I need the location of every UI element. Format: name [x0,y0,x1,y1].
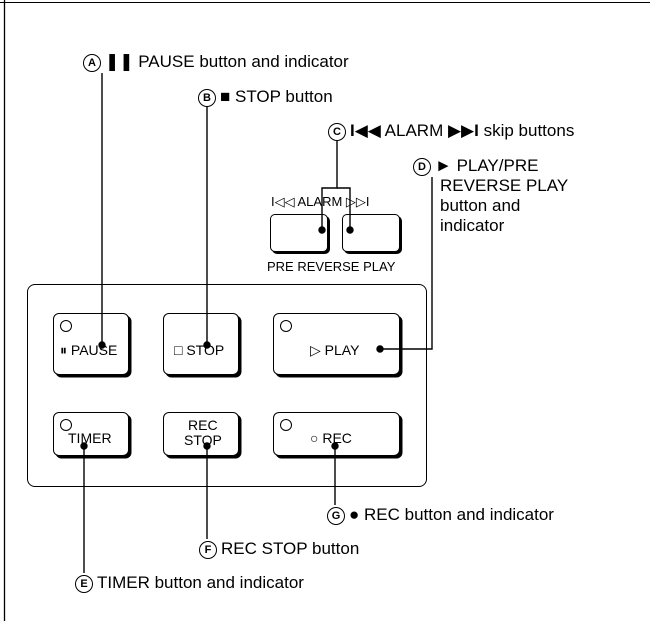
callout-b-marker: B [198,89,216,107]
callout-g-text: REC button and indicator [364,505,554,524]
timer-button-label: TIMER [68,430,112,446]
callout-g-marker: G [327,507,345,525]
callout-d-line3: button and [440,196,521,215]
play-icon: ► [435,156,452,175]
callout-e-marker: E [75,575,93,593]
rec-stop-button[interactable]: REC STOP [163,412,239,456]
alarm-skip-forward-button[interactable] [342,214,400,252]
play-indicator [280,320,292,332]
rec-button-label: ○ REC [310,430,352,446]
callout-f-marker: F [199,541,217,559]
callout-a-label: A❚❚ PAUSE button and indicator [83,52,349,72]
pre-reverse-play-label: PRE REVERSE PLAY [267,259,396,274]
play-button[interactable]: ▷ PLAY [273,313,400,375]
alarm-label: I◁◁ ALARM ▷▷I [271,194,370,209]
skip-forward-icon: ▶▶I [447,121,479,140]
rec-stop-label-line1: REC [188,417,218,433]
timer-indicator [60,419,72,431]
record-icon: ● [349,505,360,524]
stop-button-label: □ STOP [174,342,225,358]
callout-d-label: D► PLAY/PRE [413,156,538,176]
callout-d-line4: indicator [440,216,505,235]
rec-stop-label-line2: STOP [184,432,222,448]
rec-button[interactable]: ○ REC [273,412,400,456]
play-button-label: ▷ PLAY [310,342,360,358]
callout-c-text: skip buttons [483,121,575,140]
callout-e-text: TIMER button and indicator [97,573,304,592]
callout-b-label: B■ STOP button [198,87,333,107]
callout-f-text: REC STOP button [221,539,360,558]
timer-button[interactable]: TIMER [53,412,129,456]
pause-button-label: ⏸ PAUSE [60,342,118,358]
alarm-skip-back-button[interactable] [270,214,328,252]
control-panel [27,284,427,487]
callout-d-marker: D [413,158,431,176]
stop-button[interactable]: □ STOP [163,313,239,375]
rec-indicator [280,419,292,431]
callout-a-text: PAUSE button and indicator [138,52,349,71]
callout-a-marker: A [83,54,101,72]
pause-icon: ❚❚ [105,52,134,71]
stop-icon: ■ [220,87,231,106]
callout-b-text: STOP button [235,87,333,106]
pause-indicator [60,320,72,332]
callout-d-line1: PLAY/PRE [456,156,539,175]
callout-c-marker: C [328,123,346,141]
pause-button[interactable]: ⏸ PAUSE [53,313,129,375]
callout-d-line2: REVERSE PLAY [440,176,569,195]
skip-back-icon: I◀◀ [350,121,381,140]
callout-g-label: G● REC button and indicator [327,505,554,525]
callout-c-word: ALARM [384,121,444,140]
